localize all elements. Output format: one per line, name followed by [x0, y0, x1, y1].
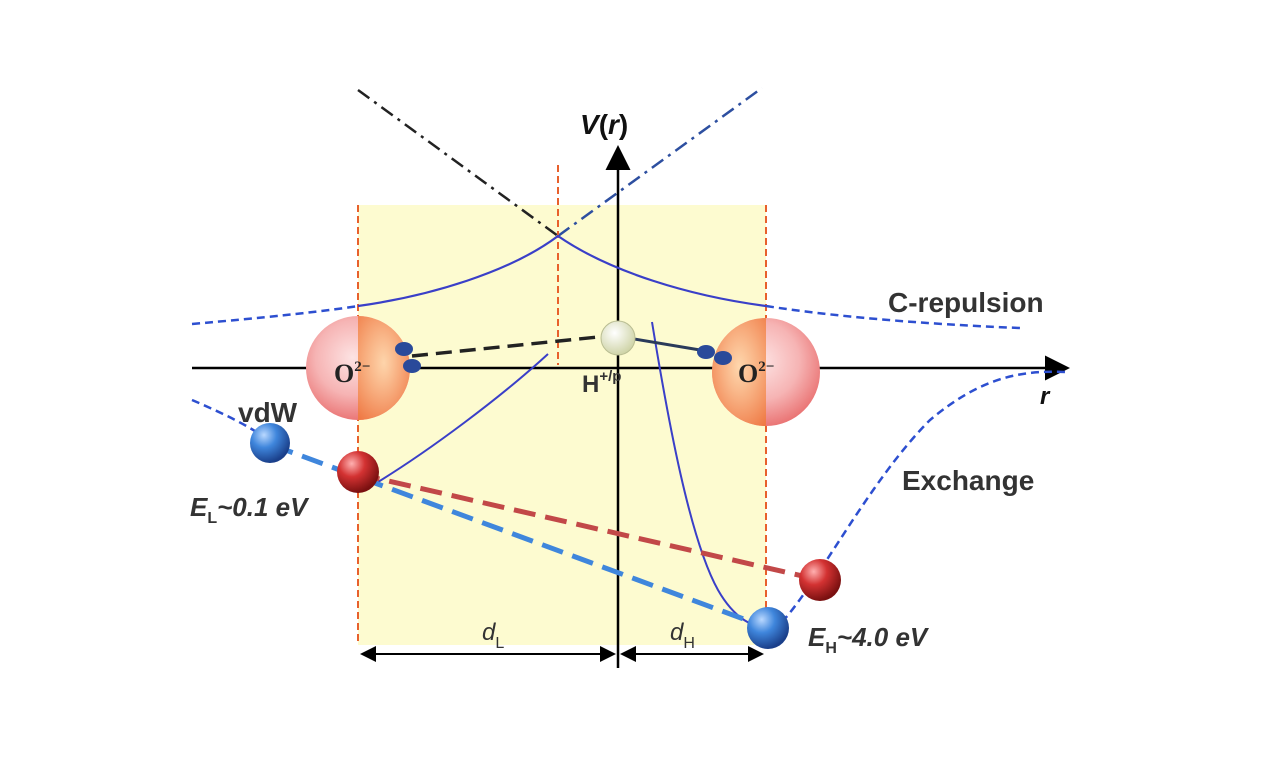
- vdw-label: vdW: [238, 397, 298, 428]
- oxygen-right-label: O2−: [738, 359, 774, 388]
- hydrogen-label: H+/p: [582, 368, 621, 398]
- exchange-curve-left-solid: [377, 353, 549, 483]
- y-axis-label: V(r): [580, 109, 628, 140]
- interaction-region: [358, 205, 766, 645]
- ball-left-red: [337, 451, 379, 493]
- distance-low-label: dL: [482, 619, 504, 652]
- c-repulsion-curve-solid: [357, 234, 767, 308]
- oxygen-left-label: O2−: [334, 359, 370, 388]
- dashed-line-red: [357, 471, 821, 583]
- oxygen-ion-right: [712, 318, 820, 426]
- exchange-label: Exchange: [902, 465, 1034, 496]
- electron-pair-left: [395, 342, 421, 373]
- energy-low-label: EL~0.1 eV: [190, 492, 310, 527]
- c-repulsion-curve-left-dashed: [191, 304, 359, 326]
- x-axis-label: r: [1040, 383, 1051, 410]
- c-repulsion-label: C-repulsion: [888, 287, 1044, 318]
- dashed-line-blue: [271, 442, 769, 631]
- distance-high-label: dH: [670, 619, 695, 652]
- oxygen-ion-left: [306, 316, 410, 420]
- hydrogen-atom: [600, 320, 636, 356]
- ball-vdw-blue: [250, 423, 290, 463]
- energy-high-label: EH~4.0 eV: [808, 622, 930, 657]
- ball-right-blue: [747, 607, 789, 649]
- dashdot-line-left: [357, 88, 559, 238]
- ball-right-red: [799, 559, 841, 601]
- hbond-left: [411, 334, 609, 358]
- electron-pair-right: [697, 345, 732, 365]
- dashdot-line-right: [557, 86, 763, 238]
- exchange-curve-right-solid: [651, 321, 769, 629]
